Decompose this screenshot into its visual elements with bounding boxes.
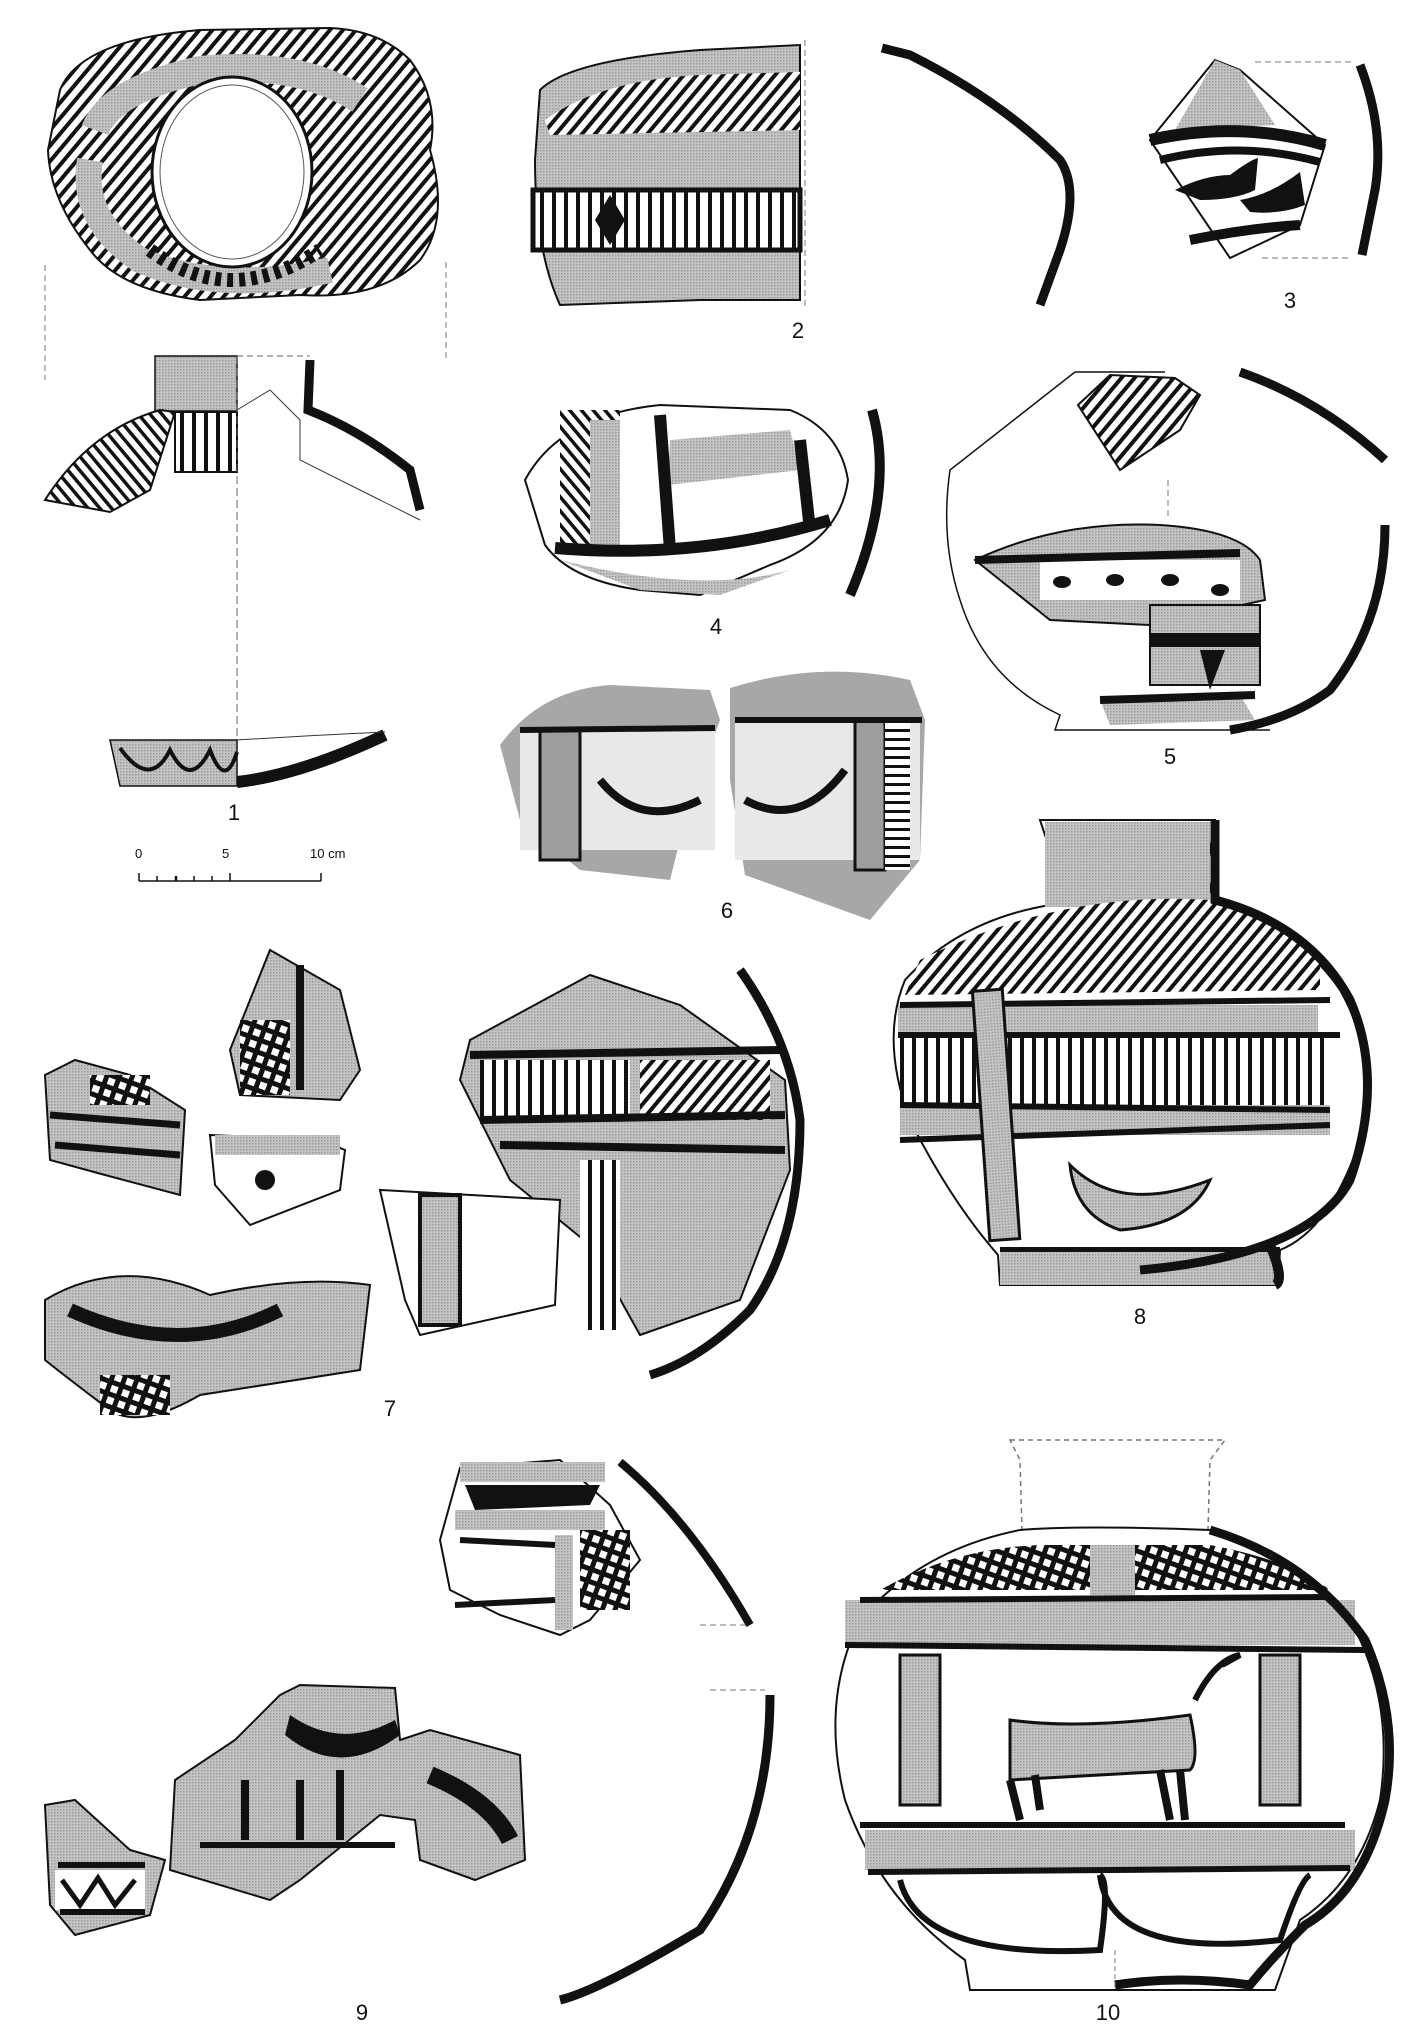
vessel-2 [530,40,806,310]
scale-ruler [138,873,322,882]
vessel-profile-2 [880,43,1075,307]
scale-bar: 0 5 10 cm [130,846,360,896]
figure-label-10: 10 [1095,2000,1121,2025]
figure-label-8: 8 [1133,1304,1147,1329]
scale-tick-5: 5 [222,846,230,861]
sherd-group-7 [43,948,805,1419]
figure-label-7: 7 [383,1396,397,1421]
vessel-1-top-view [44,26,447,380]
scale-tick-10: 10 cm [310,846,346,861]
figure-label-5: 5 [1163,744,1177,769]
figure-label-1: 1 [227,800,241,825]
sherd-4 [523,403,885,597]
sherd-group-9 [43,1458,775,2005]
vessel-8 [892,819,1372,1290]
figure-label-3: 3 [1283,288,1297,313]
figure-label-9: 9 [355,2000,369,2025]
sherd-6 [500,671,925,920]
figure-label-6: 6 [720,898,734,923]
scale-tick-0: 0 [135,846,143,861]
vessel-5 [945,367,1390,735]
vessel-1-profile [43,355,425,788]
vessel-10 [834,1439,1394,1991]
figure-label-4: 4 [709,614,723,639]
figure-label-2: 2 [791,318,805,343]
sherd-3 [1148,58,1383,260]
